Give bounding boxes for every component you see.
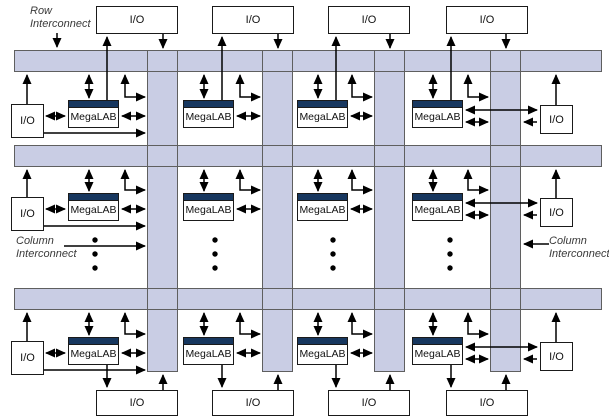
megalab-label: MegaLAB [414, 348, 461, 360]
megalab-header-bar [298, 194, 347, 201]
megalab-block-r1-c1: MegaLAB [68, 100, 119, 128]
megalab-header-bar [184, 101, 233, 108]
megalab-header-bar [413, 338, 462, 345]
io-block-bottom-2: I/O [212, 390, 294, 416]
megalab-label: MegaLAB [70, 204, 117, 216]
column-interconnect-bar-2 [262, 50, 293, 372]
io-block-left-2: I/O [11, 197, 44, 231]
wire-arrow [347, 169, 373, 195]
megalab-label: MegaLAB [70, 348, 117, 360]
megalab-header-bar [69, 101, 118, 108]
megalab-label: MegaLAB [414, 204, 461, 216]
io-block-top-2: I/O [212, 6, 294, 34]
ellipsis-dot [212, 265, 218, 271]
column-interconnect-bar-3 [374, 50, 405, 372]
column-interconnect-left-label: Column Interconnect [16, 235, 77, 260]
megalab-header-bar [69, 338, 118, 345]
wire-arrow [120, 74, 146, 102]
column-interconnect-bar-1 [147, 50, 178, 372]
megalab-block-r2-c3: MegaLAB [297, 193, 348, 221]
megalab-block-r3-c1: MegaLAB [68, 337, 119, 365]
wire-arrow [235, 74, 261, 102]
wire-arrow [463, 169, 489, 195]
io-block-bottom-1: I/O [96, 390, 178, 416]
megalab-label: MegaLAB [185, 348, 232, 360]
io-block-bottom-4: I/O [446, 390, 528, 416]
wire-arrow [347, 312, 373, 339]
ellipsis-dot [92, 265, 98, 271]
megalab-header-bar [413, 194, 462, 201]
megalab-block-r1-c2: MegaLAB [183, 100, 234, 128]
ellipsis-dot [447, 237, 453, 243]
megalab-header-bar [298, 101, 347, 108]
io-block-right-3: I/O [540, 342, 573, 371]
wire-arrow [463, 312, 489, 339]
megalab-block-r3-c2: MegaLAB [183, 337, 234, 365]
ellipsis-dot [212, 237, 218, 243]
io-block-right-1: I/O [540, 105, 573, 134]
io-block-right-2: I/O [540, 198, 573, 227]
wire-arrow [120, 169, 146, 195]
wire-arrow [235, 312, 261, 339]
io-block-left-1: I/O [11, 104, 44, 138]
megalab-label: MegaLAB [70, 111, 117, 123]
row-interconnect-label: Row Interconnect [30, 5, 91, 30]
wire-arrow [235, 169, 261, 195]
megalab-header-bar [413, 101, 462, 108]
megalab-header-bar [184, 338, 233, 345]
megalab-block-r2-c4: MegaLAB [412, 193, 463, 221]
io-block-top-4: I/O [446, 6, 528, 34]
ellipsis-dot [92, 251, 98, 257]
megalab-block-r1-c3: MegaLAB [297, 100, 348, 128]
megalab-label: MegaLAB [185, 111, 232, 123]
ellipsis-dot [330, 237, 336, 243]
megalab-block-r3-c3: MegaLAB [297, 337, 348, 365]
wire-arrow [463, 74, 489, 102]
wire-arrow [120, 312, 146, 339]
megalab-header-bar [184, 194, 233, 201]
io-block-left-3: I/O [11, 341, 44, 375]
megalab-block-r1-c4: MegaLAB [412, 100, 463, 128]
megalab-block-r3-c4: MegaLAB [412, 337, 463, 365]
megalab-label: MegaLAB [185, 204, 232, 216]
megalab-label: MegaLAB [414, 111, 461, 123]
wire-arrow [347, 74, 373, 102]
ellipsis-dot [447, 251, 453, 257]
megalab-label: MegaLAB [299, 348, 346, 360]
megalab-block-r2-c1: MegaLAB [68, 193, 119, 221]
ellipsis-dot [447, 265, 453, 271]
column-interconnect-right-label: Column Interconnect [549, 235, 609, 260]
megalab-header-bar [298, 338, 347, 345]
io-block-top-3: I/O [328, 6, 410, 34]
megalab-header-bar [69, 194, 118, 201]
ellipsis-dot [330, 251, 336, 257]
ellipsis-dot [330, 265, 336, 271]
megalab-label: MegaLAB [299, 204, 346, 216]
ellipsis-dot [92, 237, 98, 243]
io-block-bottom-3: I/O [328, 390, 410, 416]
io-block-top-1: I/O [96, 6, 178, 34]
ellipsis-dot [212, 251, 218, 257]
column-interconnect-bar-4 [490, 50, 521, 372]
megalab-label: MegaLAB [299, 111, 346, 123]
megalab-block-r2-c2: MegaLAB [183, 193, 234, 221]
